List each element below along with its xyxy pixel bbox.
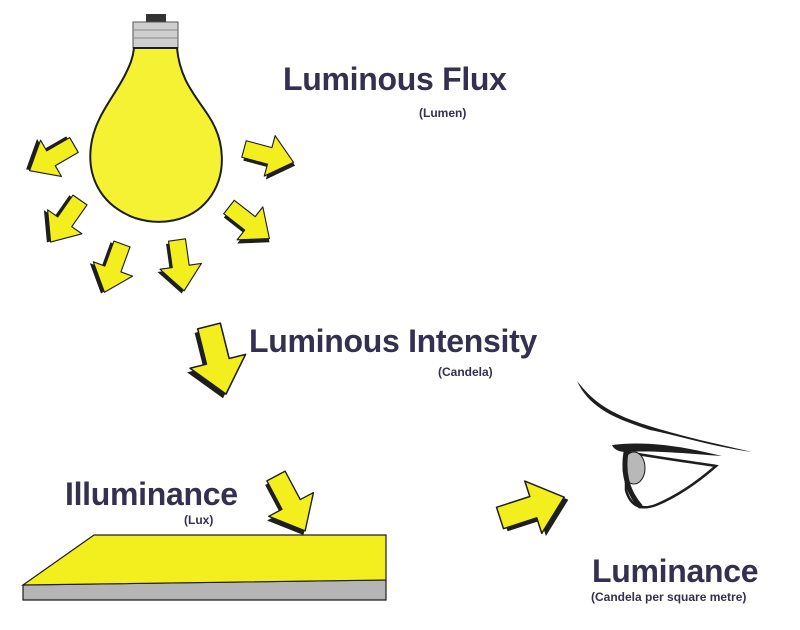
flux-arrow-bottom — [152, 236, 206, 298]
luminance-arrow — [490, 469, 578, 549]
luminance-unit: (Candela per square metre) — [591, 590, 747, 604]
light-bulb-icon — [89, 14, 223, 223]
flux-arrow-lower-left — [29, 185, 98, 257]
flux-arrow-left — [15, 123, 86, 191]
illuminance-title: Illuminance — [65, 476, 238, 512]
luminous-intensity-title: Luminous Intensity — [249, 323, 537, 359]
luminous-flux-title: Luminous Flux — [283, 61, 507, 97]
luminous-intensity-unit: (Candela) — [438, 365, 493, 379]
luminance-title: Luminance — [592, 553, 759, 589]
luminous-flux-unit: (Lumen) — [419, 106, 467, 120]
flux-arrow-lower-right — [213, 189, 285, 260]
eye-icon — [577, 381, 752, 509]
intensity-arrow — [176, 318, 256, 406]
flux-arrow-right — [237, 128, 302, 187]
flux-arrow-bottom-left — [80, 235, 143, 303]
illuminance-unit: (Lux) — [184, 513, 214, 527]
illuminated-surface — [21, 534, 387, 601]
